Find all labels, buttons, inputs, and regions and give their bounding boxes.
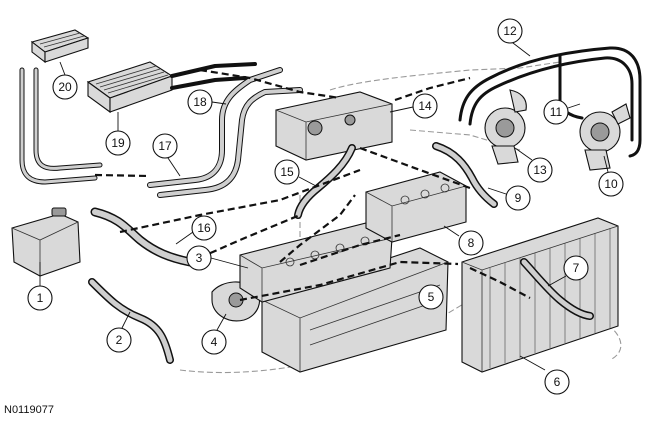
callout-label-7: 7 [573,261,580,275]
callout-5 [418,284,444,310]
callout-label-5: 5 [428,290,435,304]
coolant-flow-paths [94,68,531,302]
callout-label-2: 2 [116,333,123,347]
callout-label-16: 16 [197,221,211,235]
callout-17 [152,133,178,159]
cylinder-head-rh [365,171,467,243]
callout-13 [527,157,553,183]
callout-label-18: 18 [193,95,207,109]
callout-label-1: 1 [37,291,44,305]
callout-label-4: 4 [211,335,218,349]
callout-10 [598,171,624,197]
callout-20 [52,74,78,100]
heater-hoses [19,62,303,198]
coolant-hose-15 [294,144,356,219]
degas-bottle [11,207,81,277]
callout-4 [201,329,227,355]
upper-hose [90,207,195,267]
engine-block [261,247,449,373]
callout-11 [543,99,569,125]
auxiliary-heater-core [30,29,90,64]
callout-6 [544,369,570,395]
callout-label-20: 20 [58,80,72,94]
heater-core [86,61,174,114]
callout-label-8: 8 [468,236,475,250]
callout-label-12: 12 [503,24,517,38]
callout-12 [497,18,523,44]
callout-1 [27,285,53,311]
callout-7 [563,255,589,281]
callout-label-6: 6 [554,375,561,389]
callout-2 [106,327,132,353]
callout-3 [186,245,212,271]
callout-label-19: 19 [111,136,125,150]
callout-9 [505,185,531,211]
radiator [461,217,619,373]
callout-16 [191,215,217,241]
callout-label-15: 15 [280,165,294,179]
turbocharger-lh [484,89,527,165]
callout-label-11: 11 [550,105,563,119]
callout-8 [458,230,484,256]
callout-label-13: 13 [533,163,547,177]
callout-label-9: 9 [515,191,522,205]
callouts: 1 2 3 4 5 6 7 8 9 10 11 12 [27,18,624,395]
callout-14 [412,93,438,119]
callout-label-17: 17 [158,139,172,153]
callout-label-3: 3 [196,251,203,265]
figure-id: N0119077 [4,404,54,416]
callout-19 [105,130,131,156]
callout-15 [274,159,300,185]
callout-label-10: 10 [604,177,618,191]
coolant-hose-9 [432,142,498,208]
lower-hose [88,278,174,364]
turbocharger-rh [579,103,631,171]
radiator-hose-7 [520,258,594,320]
callout-label-14: 14 [418,99,432,113]
callout-18 [187,89,213,115]
thermostat-housing [275,91,393,161]
